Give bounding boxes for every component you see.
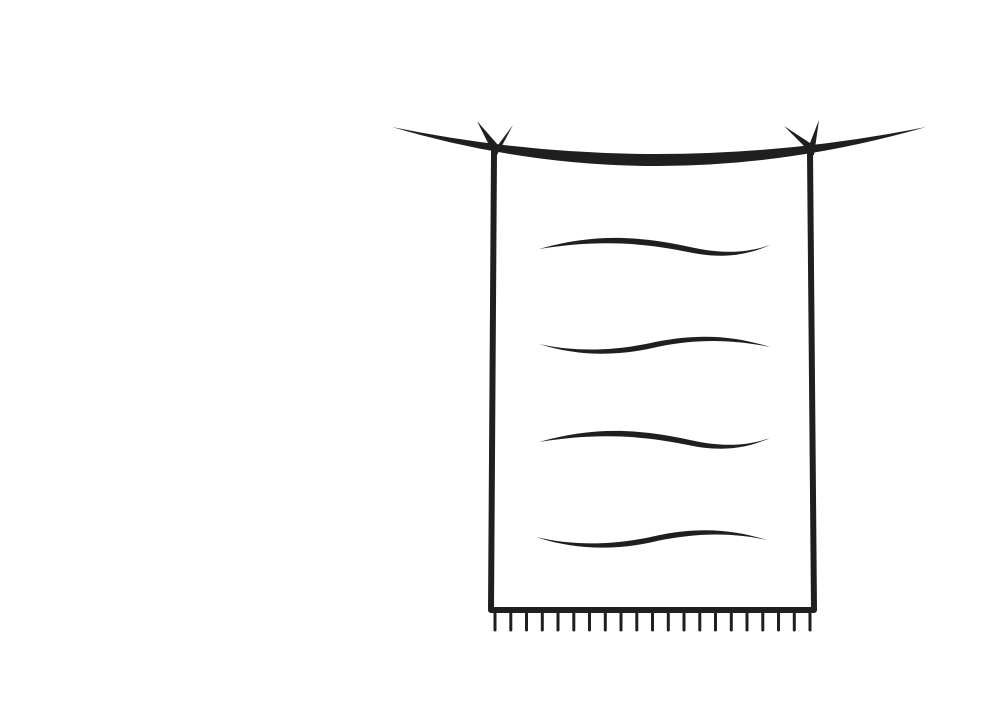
wave-line-4 bbox=[536, 530, 767, 548]
clothesline bbox=[392, 127, 926, 166]
wave-line-3 bbox=[539, 430, 770, 449]
clothespin-right bbox=[784, 120, 819, 155]
clothespin-left bbox=[477, 121, 513, 155]
wave-line-1 bbox=[539, 237, 770, 256]
wave-line-2 bbox=[539, 336, 770, 354]
towel-fringe bbox=[493, 609, 812, 632]
towel-wave-pattern bbox=[536, 237, 770, 548]
